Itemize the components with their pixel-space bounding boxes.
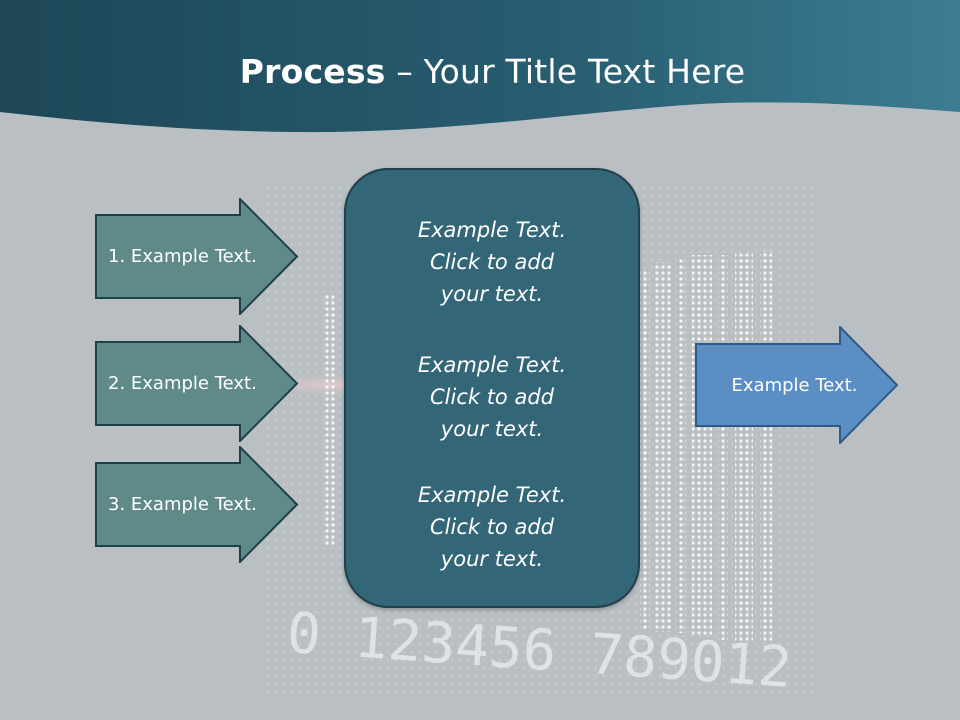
center-text-block-3: Example Text. Click to add your text. [346, 479, 638, 575]
center-text-2-line3: your text. [440, 417, 544, 441]
center-text-2-line2: Click to add [429, 385, 554, 409]
center-content-box[interactable]: Example Text. Click to add your text. Ex… [344, 168, 640, 608]
title-bold: Process [239, 52, 386, 91]
center-text-3-line3: your text. [440, 547, 544, 571]
slide-title: Process – Your Title Text Here [0, 52, 960, 91]
center-text-3-line1: Example Text. [417, 483, 567, 507]
left-arrow-1[interactable]: 1. Example Text. [95, 198, 300, 315]
left-arrow-3-label: 3. Example Text. [108, 494, 257, 515]
left-arrow-2[interactable]: 2. Example Text. [95, 325, 300, 442]
left-arrow-1-label: 1. Example Text. [108, 246, 257, 267]
center-text-2-line1: Example Text. [417, 353, 567, 377]
right-arrow[interactable]: Example Text. [695, 326, 900, 444]
center-text-1-line3: your text. [440, 282, 544, 306]
right-arrow-label: Example Text. [731, 374, 858, 396]
center-text-1-line2: Click to add [429, 250, 554, 274]
center-text-block-2: Example Text. Click to add your text. [346, 349, 638, 445]
title-rest: – Your Title Text Here [385, 52, 746, 91]
left-arrow-3[interactable]: 3. Example Text. [95, 446, 300, 563]
center-text-3-line2: Click to add [429, 515, 554, 539]
left-arrow-2-label: 2. Example Text. [108, 373, 257, 394]
center-text-1-line1: Example Text. [417, 218, 567, 242]
center-text-block-1: Example Text. Click to add your text. [346, 214, 638, 310]
